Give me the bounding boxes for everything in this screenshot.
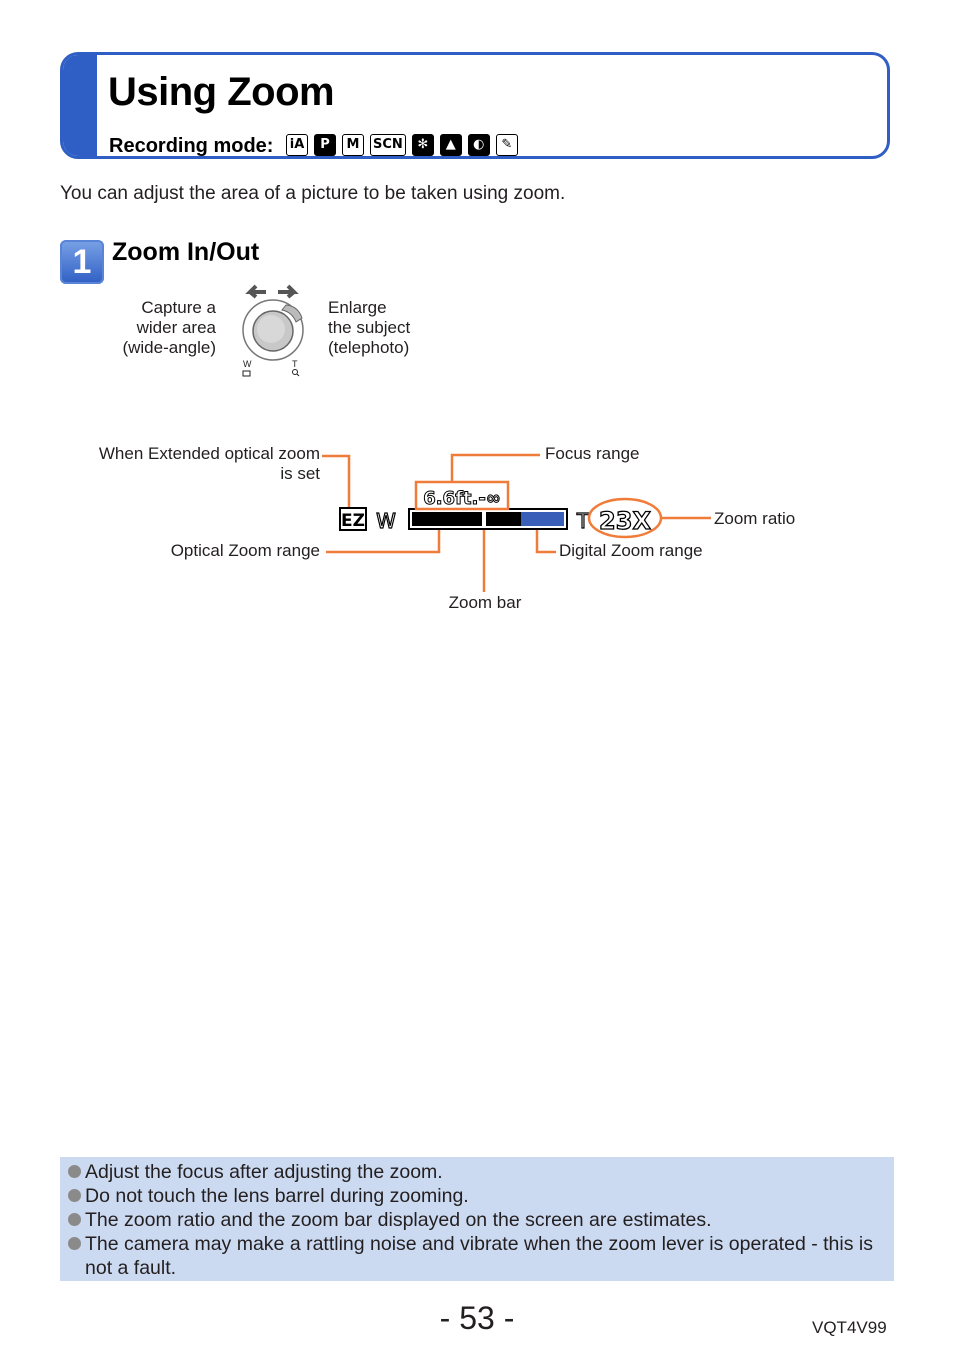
telephoto-caption: Enlarge the subject (telephoto) [328, 298, 458, 358]
bullet-icon [68, 1213, 81, 1226]
optical-zoom-segment [412, 512, 482, 526]
focus-range-label: Focus range [545, 444, 640, 463]
note-text: Do not touch the lens barrel during zoom… [85, 1185, 469, 1207]
mode-sports-icon: ✻ [411, 134, 434, 156]
mode-creative-icon: ✎ [495, 134, 518, 156]
ez-icon: EZ [339, 507, 367, 531]
zoom-lever-icon [242, 299, 304, 361]
note-item: Adjust the focus after adjusting the zoo… [68, 1160, 886, 1184]
mode-ia-icon: iA [286, 134, 308, 156]
zoom-t-label: T [576, 509, 590, 533]
note-item: The zoom ratio and the zoom bar displaye… [68, 1208, 886, 1232]
note-text: The zoom ratio and the zoom bar displaye… [85, 1209, 712, 1231]
mode-scn-icon: SCN [370, 134, 406, 156]
note-text: The camera may make a rattling noise and… [85, 1233, 873, 1279]
zoom-ratio-value: 23X [599, 507, 651, 535]
bullet-icon [68, 1237, 81, 1250]
tele-caption-line: the subject [328, 318, 411, 337]
focus-range-display: 6.6ft.-∞ [414, 480, 510, 511]
wide-caption-line: (wide-angle) [122, 338, 216, 357]
section-title: Zoom In/Out [112, 238, 260, 266]
digital-range-callout [535, 527, 556, 554]
document-code: VQT4V99 [812, 1318, 887, 1337]
zoom-w-label: W [376, 509, 396, 533]
extended-zoom-label-line2: is set [280, 464, 320, 483]
mode-p-icon: P [314, 134, 336, 156]
focus-range-callout [450, 453, 540, 482]
tele-magnifier-icon [292, 369, 300, 377]
optical-range-callout [326, 527, 441, 554]
page-number: - 53 - [439, 1300, 515, 1336]
zoom-display-diagram: EZ W T 6.6ft.-∞ 23X When Extended optica… [99, 444, 795, 612]
wide-caption-line: wider area [136, 318, 216, 337]
extended-zoom-label: When Extended optical zoom [99, 444, 320, 463]
lever-t-label: T [292, 359, 298, 369]
intro-text: You can adjust the area of a picture to … [60, 183, 566, 204]
wide-symbol-icon [242, 370, 251, 377]
digital-zoom-range-label: Digital Zoom range [559, 541, 703, 560]
step-number-badge: 1 [60, 240, 104, 284]
zoom-ratio-display: 23X [587, 497, 663, 539]
lever-arrows-icon [245, 284, 299, 299]
callout-lines [322, 453, 711, 592]
mode-m-icon: M [342, 134, 364, 156]
extended-zoom-callout [322, 454, 351, 508]
page-title: Using Zoom [108, 70, 335, 114]
note-item: The camera may make a rattling noise and… [68, 1232, 886, 1280]
optical-zoom-range-label: Optical Zoom range [171, 541, 320, 560]
header-stripe [63, 55, 97, 156]
zoom-lever-illustration: W T [242, 284, 304, 377]
notes-box: Adjust the focus after adjusting the zoo… [60, 1157, 894, 1281]
bullet-icon [68, 1165, 81, 1178]
lever-w-label: W [243, 359, 252, 369]
wide-caption-line: Capture a [141, 298, 216, 317]
bullet-icon [68, 1189, 81, 1202]
recording-mode-label: Recording mode: [109, 135, 274, 157]
zoom-ratio-label: Zoom ratio [714, 509, 795, 528]
tele-caption-line: Enlarge [328, 298, 387, 317]
optical-zoom-segment-2 [486, 512, 521, 526]
mode-portrait-icon: ◐ [467, 134, 490, 156]
mode-scenery-icon: ▲ [439, 134, 462, 156]
recording-mode-icons: iA P M SCN ✻ ▲ ◐ ✎ [286, 134, 518, 156]
ez-icon-text: EZ [341, 511, 365, 531]
focus-range-value: 6.6ft.-∞ [423, 488, 501, 509]
note-item: Do not touch the lens barrel during zoom… [68, 1184, 886, 1208]
tele-caption-line: (telephoto) [328, 338, 410, 357]
zoom-bar [408, 508, 568, 530]
wide-angle-caption: Capture a wider area (wide-angle) [100, 298, 216, 358]
digital-zoom-segment [521, 512, 564, 526]
note-text: Adjust the focus after adjusting the zoo… [85, 1161, 443, 1183]
zoom-bar-label: Zoom bar [449, 593, 522, 612]
